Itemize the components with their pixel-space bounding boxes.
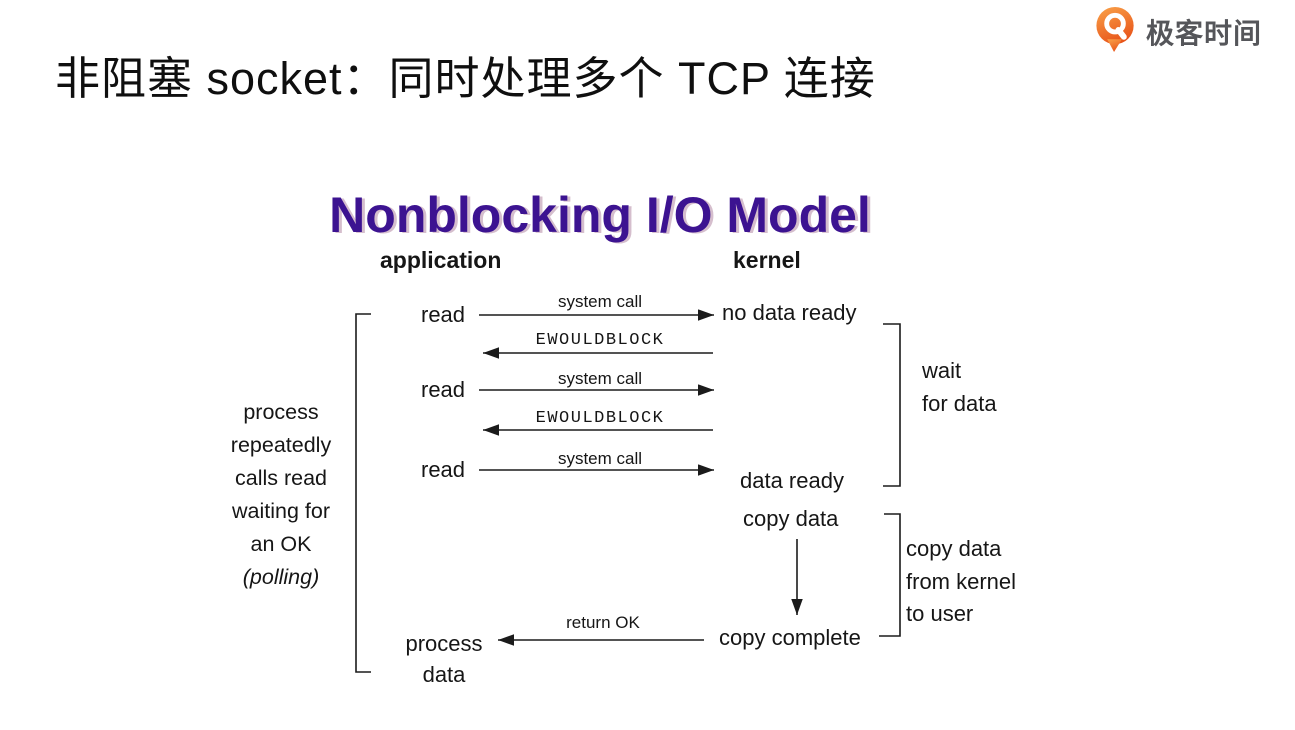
read-call-2: read: [421, 377, 466, 402]
polling-note-line: calls read: [234, 466, 327, 490]
bracket-copy-kernel-user: [879, 513, 901, 637]
bracket-wait-for-data: [883, 323, 901, 487]
process-data-label: process data: [398, 628, 490, 690]
geektime-logo-icon: [1094, 6, 1138, 58]
polling-note-line: an OK: [250, 532, 312, 556]
ewouldblock-label-2: EWOULDBLOCK: [535, 409, 665, 428]
state-no-data-ready: no data ready: [722, 300, 857, 325]
wait-note-line: wait: [922, 358, 962, 383]
geektime-logo-text: 极客时间: [1145, 18, 1262, 49]
process-data-line2: data: [422, 662, 466, 687]
wait-for-data-note: wait for data: [922, 355, 997, 420]
process-data-line1: process: [405, 631, 483, 656]
state-copy-complete: copy complete: [719, 625, 861, 650]
copy-note-line: to user: [906, 601, 974, 626]
geektime-brand: 极客时间: [1094, 6, 1262, 58]
state-data-ready: data ready: [740, 468, 844, 493]
column-kernel: kernel: [733, 247, 801, 273]
state-copy-data: copy data: [743, 506, 839, 531]
polling-note-line-italic: (polling): [242, 565, 320, 589]
system-call-label-1: system call: [557, 292, 643, 311]
read-call-3: read: [421, 457, 466, 482]
page-title: 非阻塞 socket：同时处理多个 TCP 连接: [55, 53, 876, 104]
polling-note-line: repeatedly: [230, 433, 332, 457]
polling-note: process repeatedly calls read waiting fo…: [206, 396, 356, 594]
return-ok-label: return OK: [566, 613, 640, 632]
column-application: application: [380, 247, 502, 273]
polling-note-line: process: [243, 400, 319, 424]
diagram-title: Nonblocking I/O Model: [329, 187, 871, 243]
ewouldblock-label-1: EWOULDBLOCK: [535, 331, 665, 350]
bracket-polling: [355, 313, 371, 673]
wait-note-line: for data: [922, 390, 997, 416]
copy-note-line: from kernel: [906, 568, 1017, 594]
system-call-label-3: system call: [557, 449, 643, 468]
copy-kernel-user-note: copy data from kernel to user: [906, 533, 1016, 631]
polling-note-line: waiting for: [232, 499, 330, 523]
copy-note-line: copy data: [906, 536, 1002, 561]
system-call-label-2: system call: [557, 369, 643, 388]
read-call-1: read: [421, 302, 466, 327]
